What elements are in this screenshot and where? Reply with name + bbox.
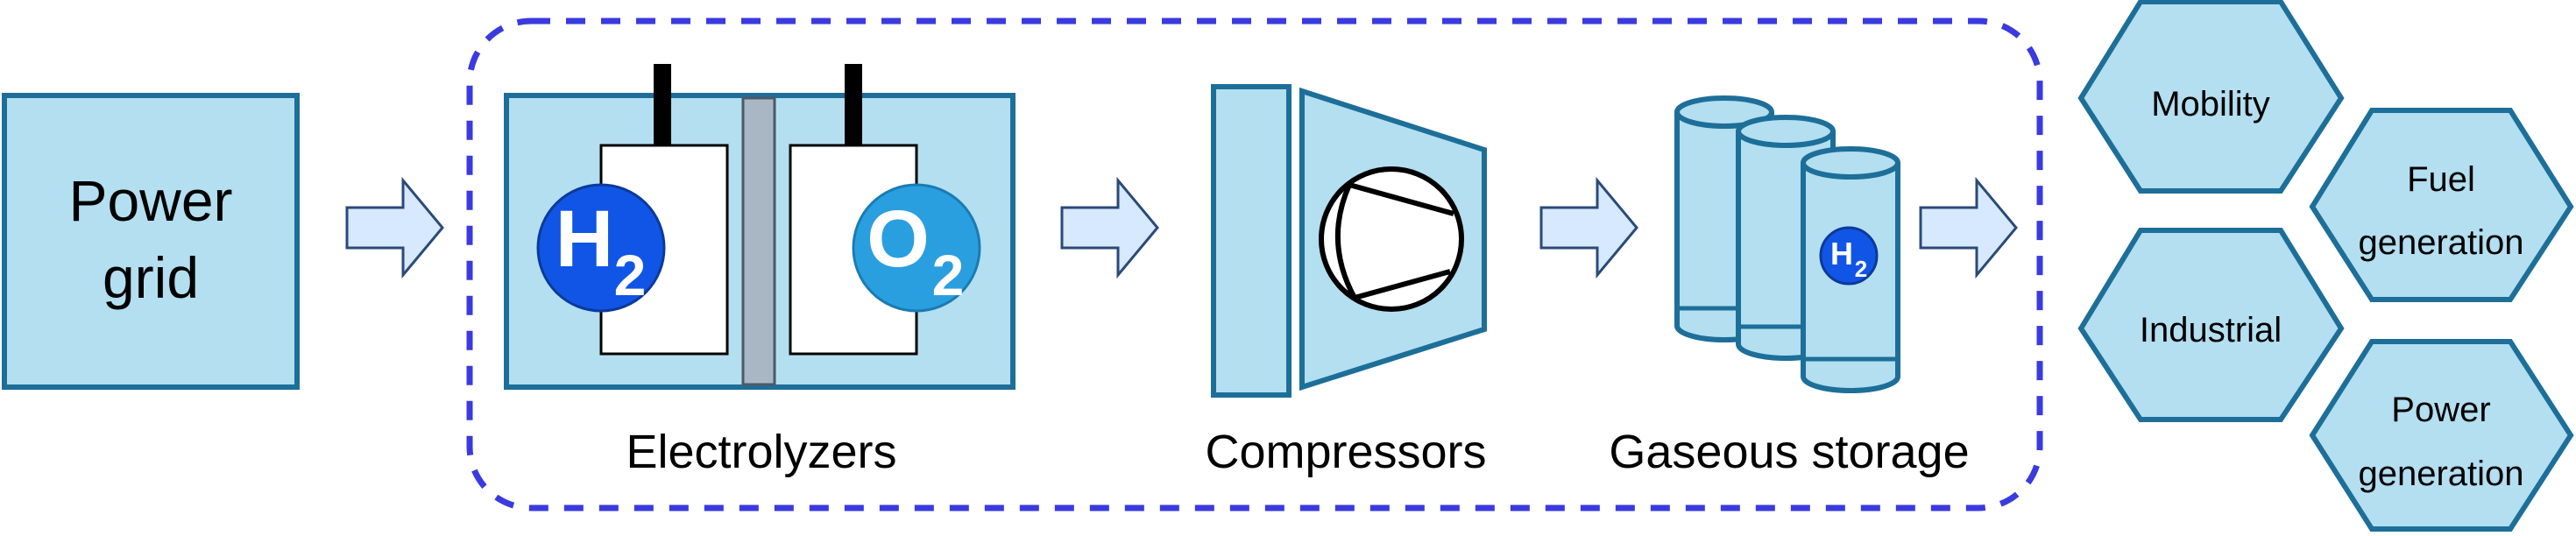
hexagon-shape: [2309, 339, 2574, 532]
application-label: Mobility: [2151, 85, 2270, 123]
compressor-icon: [1319, 166, 1464, 312]
arrow-icon: [1060, 176, 1159, 279]
application-label-line1: Power: [2391, 391, 2490, 429]
application-label: Industrial: [2140, 311, 2282, 349]
hexagon-shape: [2309, 108, 2574, 302]
power-grid-block: Power grid: [2, 93, 300, 390]
electrolyzer-block: H 2 O 2 Electrolyzers: [504, 64, 1016, 478]
application-power-generation: Power generation: [2309, 339, 2574, 532]
storage-h2-subscript: 2: [1855, 256, 1867, 282]
o2-badge: O 2: [852, 183, 981, 313]
application-label-line2: generation: [2358, 455, 2523, 493]
h2-subscript: 2: [614, 243, 647, 307]
cathode-terminal: [654, 64, 671, 147]
application-fuel-generation: Fuel generation: [2309, 108, 2574, 302]
compressor-inlet-plate: [1211, 84, 1292, 398]
storage-block: H 2 Gaseous storage: [1609, 95, 1970, 478]
arrow-icon: [1919, 176, 2018, 279]
application-label-line2: generation: [2358, 223, 2523, 262]
h2-badge: H 2: [1819, 226, 1879, 286]
h2-letter: H: [556, 194, 613, 284]
process-boundary: [466, 18, 2043, 511]
power-grid-label-line2: grid: [103, 245, 199, 310]
power-grid-box: [2, 93, 300, 390]
arrow-icon: [345, 176, 444, 279]
compressor-block: Compressors: [1205, 84, 1487, 478]
anode-terminal: [845, 64, 862, 147]
compressor-label: Compressors: [1205, 426, 1486, 478]
electrolyzer-membrane: [741, 96, 776, 386]
hexagon-shape: [2077, 228, 2345, 422]
application-label-line1: Fuel: [2407, 160, 2475, 199]
o2-letter: O: [867, 194, 930, 284]
hexagon-shape: [2077, 0, 2345, 194]
storage-h2-letter: H: [1830, 236, 1853, 272]
o2-subscript: 2: [932, 243, 965, 307]
h2-badge: H 2: [536, 183, 666, 313]
application-industrial: Industrial: [2077, 228, 2345, 422]
electrolyzer-label: Electrolyzers: [626, 426, 896, 478]
power-grid-label-line1: Power: [68, 168, 232, 233]
application-mobility: Mobility: [2077, 0, 2345, 194]
storage-label: Gaseous storage: [1609, 426, 1969, 478]
arrow-icon: [1539, 176, 1638, 279]
